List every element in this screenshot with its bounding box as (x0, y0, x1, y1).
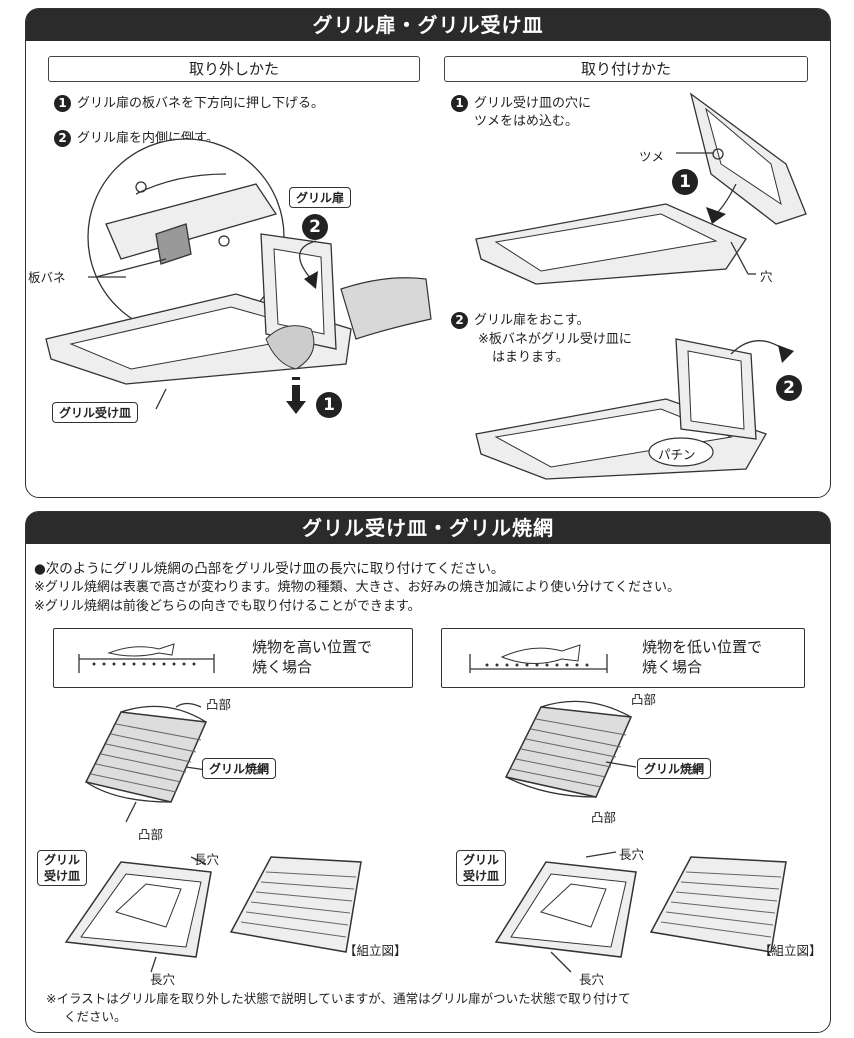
removal-heading: 取り外しかた (48, 56, 420, 82)
low-position-line1: 焼物を低い位置で (642, 638, 763, 656)
high-position-line1: 焼物を高い位置で (252, 638, 373, 656)
right-tray-callout-line1: グリル (463, 853, 500, 867)
right-slot-bottom: 長穴 (579, 972, 605, 987)
right-slot-top: 長穴 (619, 847, 645, 862)
left-convex-bottom: 凸部 (138, 827, 164, 842)
removal-illustration (45, 138, 432, 414)
install-badge-1: 1 (672, 169, 698, 195)
high-position-box: 焼物を高い位置で 焼く場合 (53, 628, 413, 688)
right-assembled-label: 【組立図】 (759, 943, 822, 958)
high-grill-icon (78, 643, 215, 673)
click-label: パチン (658, 447, 696, 462)
step-number-1: 1 (54, 95, 71, 112)
tray-callout: グリル受け皿 (52, 402, 139, 423)
tray-grill-panel: グリル受け皿・グリル焼網 ●次のようにグリル焼網の凸部をグリル受け皿の長穴に取り… (25, 511, 831, 1033)
door-callout: グリル扉 (289, 187, 352, 208)
removal-step-1: 1 グリル扉の板バネを下方向に押し下げる。 (54, 95, 324, 113)
install-step-2: 2 グリル扉をおこす。 (451, 312, 589, 330)
tray-grill-title: グリル受け皿・グリル焼網 (26, 512, 830, 544)
low-position-line2: 焼く場合 (642, 658, 703, 676)
intro-line-2: ※グリル焼網は表裏で高さが変わります。焼物の種類、大きさ、お好みの焼き加減により… (34, 580, 680, 595)
hole-label: 穴 (760, 269, 773, 284)
intro-line-3: ※グリル焼網は前後どちらの向きでも取り付けることができます。 (34, 599, 421, 614)
right-convex-bottom: 凸部 (591, 810, 617, 825)
left-tray-assembly (64, 856, 362, 973)
left-slot-top: 長穴 (194, 852, 220, 867)
install-step-1-line2: ツメをはめ込む。 (474, 114, 579, 129)
low-grill-icon (469, 644, 608, 673)
removal-badge-2: 2 (302, 214, 328, 240)
install-note-line2: はまります。 (492, 350, 569, 365)
install-heading: 取り付けかた (444, 56, 808, 82)
step-number-2: 2 (54, 130, 71, 147)
left-slot-bottom: 長穴 (150, 972, 176, 987)
low-position-box: 焼物を低い位置で 焼く場合 (441, 628, 805, 688)
spring-label: 板バネ (28, 270, 66, 285)
removal-step-1-text: グリル扉の板バネを下方向に押し下げる。 (77, 96, 325, 111)
left-grill-net (84, 702, 208, 823)
right-grill-callout: グリル焼網 (637, 758, 712, 779)
right-tray-assembly (494, 851, 787, 973)
install-step-2-text: グリル扉をおこす。 (474, 313, 590, 328)
intro-line-1: ●次のようにグリル焼網の凸部をグリル受け皿の長穴に取り付けてください。 (34, 561, 505, 577)
install-note-line1: ※板バネがグリル受け皿に (478, 332, 632, 347)
left-tray-callout: グリル 受け皿 (37, 850, 88, 886)
left-tray-callout-line1: グリル (44, 853, 81, 867)
left-assembled-label: 【組立図】 (344, 943, 407, 958)
door-tray-title: グリル扉・グリル受け皿 (26, 9, 830, 41)
install-illustration (475, 92, 807, 480)
right-tray-callout: グリル 受け皿 (456, 850, 507, 886)
right-grill-net (504, 700, 637, 798)
footnote-line-2: ください。 (64, 1009, 127, 1024)
right-convex-top: 凸部 (631, 692, 657, 707)
install-step-1-line1: グリル受け皿の穴に (474, 96, 592, 111)
left-tray-callout-line2: 受け皿 (44, 869, 81, 883)
install-step-number-1: 1 (451, 95, 468, 112)
tsume-label: ツメ (639, 149, 665, 164)
install-step-number-2: 2 (451, 312, 468, 329)
high-position-line2: 焼く場合 (252, 658, 313, 676)
footnote-line-1: ※イラストはグリル扉を取り外した状態で説明していますが、通常はグリル扉がついた状… (46, 991, 631, 1006)
install-step-1: 1 グリル受け皿の穴に (451, 95, 591, 113)
left-convex-top: 凸部 (206, 697, 232, 712)
right-tray-callout-line2: 受け皿 (463, 869, 500, 883)
left-grill-callout: グリル焼網 (202, 758, 277, 779)
removal-badge-1: 1 (316, 392, 342, 418)
install-badge-2: 2 (776, 375, 802, 401)
